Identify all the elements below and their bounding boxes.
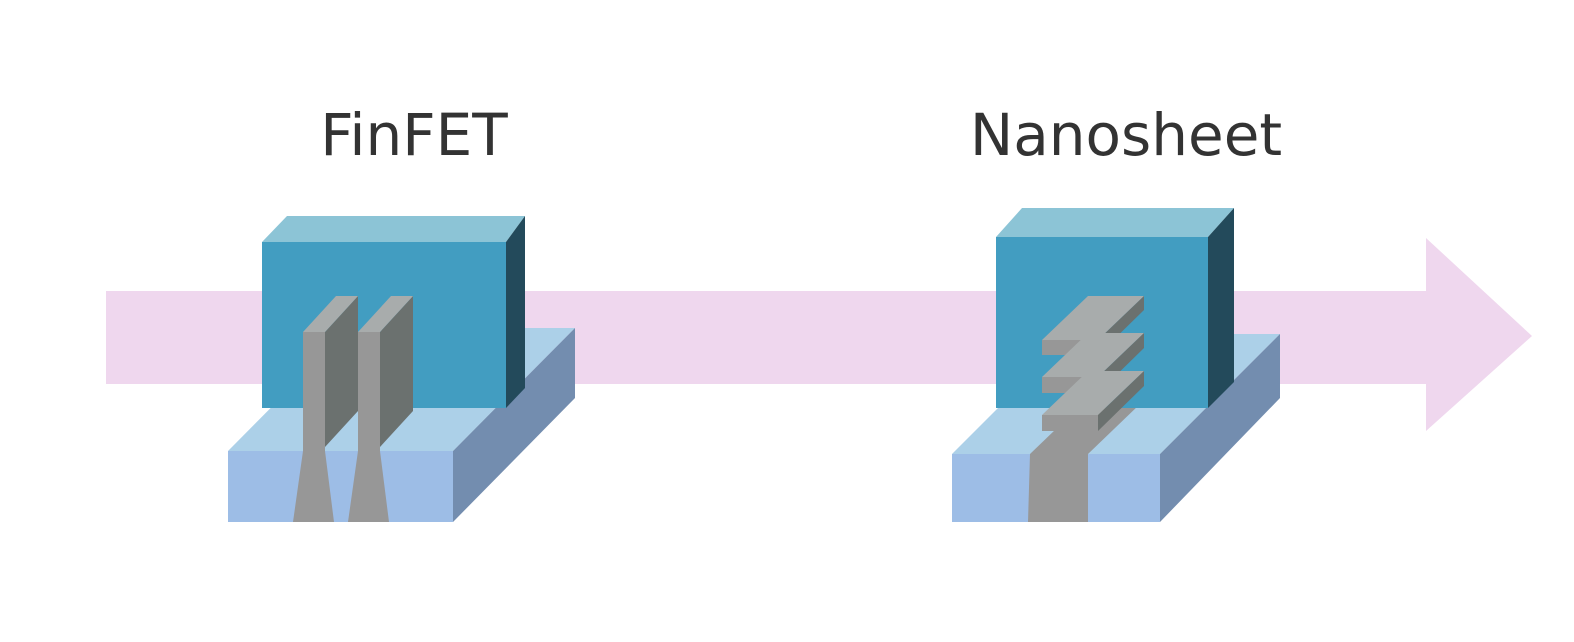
finfet-fin-2-top <box>358 296 413 332</box>
finfet-fin-2-front <box>348 332 389 522</box>
finfet-fin-1-top <box>303 296 358 332</box>
finfet-transistor <box>228 216 575 522</box>
nanosheet-gate-top <box>996 208 1234 237</box>
nanosheet-substrate-side <box>1160 334 1280 522</box>
nanosheet-sheet-3-front <box>1042 415 1098 431</box>
nanosheet-gate-side <box>1208 208 1234 408</box>
finfet-fin-1-front <box>293 332 334 522</box>
nanosheet-transistor <box>952 208 1280 522</box>
nanosheet-channel-stem-front <box>1028 454 1088 522</box>
finfet-fin-2-side <box>380 296 413 447</box>
finfet-label: FinFET <box>320 101 508 169</box>
finfet-fin-1-side <box>325 296 358 447</box>
finfet-gate-side <box>506 216 525 408</box>
nanosheet-sheet-3-top <box>1042 371 1144 415</box>
finfet-substrate-side <box>453 328 575 522</box>
nanosheet-sheet-3-side <box>1098 371 1144 431</box>
finfet-substrate-front <box>228 451 453 522</box>
finfet-gate-top <box>262 216 525 242</box>
nanosheet-sheet-1-top <box>1042 296 1144 340</box>
nanosheet-sheet-2-top <box>1042 333 1144 377</box>
nanosheet-label: Nanosheet <box>970 101 1282 169</box>
